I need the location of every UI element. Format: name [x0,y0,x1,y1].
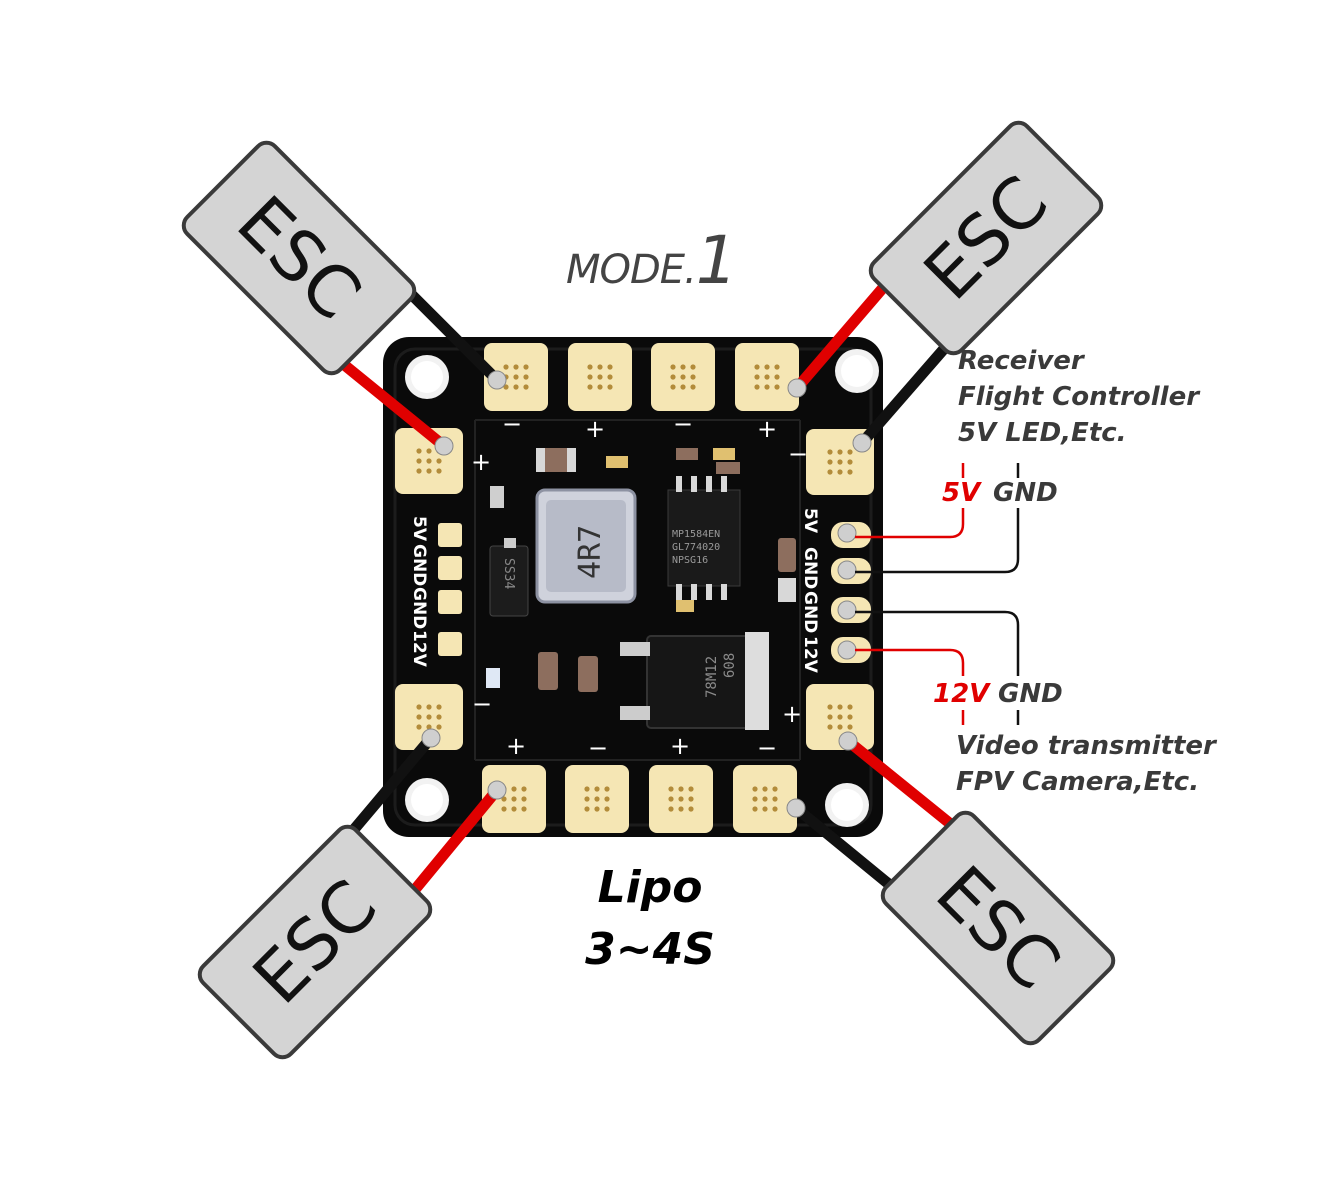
pad-right-bottom [806,684,874,750]
output-wires [855,463,1020,725]
twelve-v-pin-label: 12V [933,679,990,709]
plus-sign: + [757,415,777,443]
pin-label-gnd: GND [800,547,820,589]
regulator-marking: 608 [722,653,738,678]
mode-number: 1 [695,222,738,299]
regulator: 78M12 608 [620,632,769,730]
diode: SS34 [489,538,529,617]
right-pin-labels: 5V GND GND 12V [800,508,820,674]
mounting-hole-bl [405,778,449,822]
five-v-devices-line2: Flight Controller [958,382,1200,412]
five-v-devices-line3: 5V LED,Etc. [958,418,1127,448]
regulator-marking: 78M12 [704,656,720,698]
diode-marking: SS34 [501,558,516,589]
twelve-v-devices-line2: FPV Camera,Etc. [956,767,1200,797]
battery-label-line2: 3~4S [585,924,715,975]
pad-bottom-3 [649,765,713,833]
pad-bottom-4 [733,765,797,833]
pad-bottom-2 [565,765,629,833]
minus-sign: − [757,734,777,762]
plus-sign: + [585,415,605,443]
inductor: 4R7 [535,488,637,604]
esc-top-left: ESC [181,140,417,376]
wire-tips [421,370,872,818]
pin-label-12v: 12V [409,630,429,668]
ic-marking: NPSG16 [672,555,708,566]
twelve-v-gnd-label: GND [998,679,1063,709]
pin-label-gnd: GND [409,587,429,629]
pad-left-bottom [395,684,463,750]
smd-components [486,448,796,692]
five-v-gnd-label: GND [993,478,1058,508]
esc-bottom-right: ESC [880,810,1116,1046]
plus-sign: + [670,732,690,760]
mounting-hole-br [825,783,869,827]
left-output-pads [438,523,462,656]
left-pin-labels: 5V GND GND 12V [409,516,429,668]
silkscreen-signs: + − + − + − + − + − + − [471,410,808,762]
battery-label-line1: Lipo [597,862,703,913]
minus-sign: − [788,440,808,468]
twelve-v-devices-line1: Video transmitter [956,731,1216,761]
plus-sign: + [506,732,526,760]
pin-label-12v: 12V [800,636,820,674]
esc-bottom-left: ESC [197,824,433,1060]
minus-sign: − [502,410,522,438]
esc-top-right: ESC [868,120,1104,356]
mode-title: MODE.1 [566,222,738,299]
ic-marking: GL774020 [672,542,720,553]
pin-label-gnd: GND [800,591,820,633]
ic-marking: MP1584EN [672,529,720,540]
minus-sign: − [472,690,492,718]
plus-sign: + [471,448,491,476]
pad-top-4 [735,343,799,411]
pin-label-5v: 5V [409,516,429,542]
mounting-hole-tl [405,355,449,399]
pad-top-2 [568,343,632,411]
mounting-hole-tr [835,349,879,393]
five-v-pin-label: 5V [942,478,981,508]
plus-sign: + [782,700,802,728]
pad-top-3 [651,343,715,411]
mode-prefix: MODE. [566,247,697,293]
ic-buck: MP1584EN GL774020 NPSG16 [667,476,741,600]
minus-sign: − [588,734,608,762]
pad-top-1 [484,343,548,411]
pin-label-gnd: GND [409,544,429,586]
minus-sign: − [673,410,693,438]
pin-label-5v: 5V [800,508,820,534]
inductor-code: 4R7 [573,525,608,579]
five-v-devices-line1: Receiver [958,346,1084,376]
